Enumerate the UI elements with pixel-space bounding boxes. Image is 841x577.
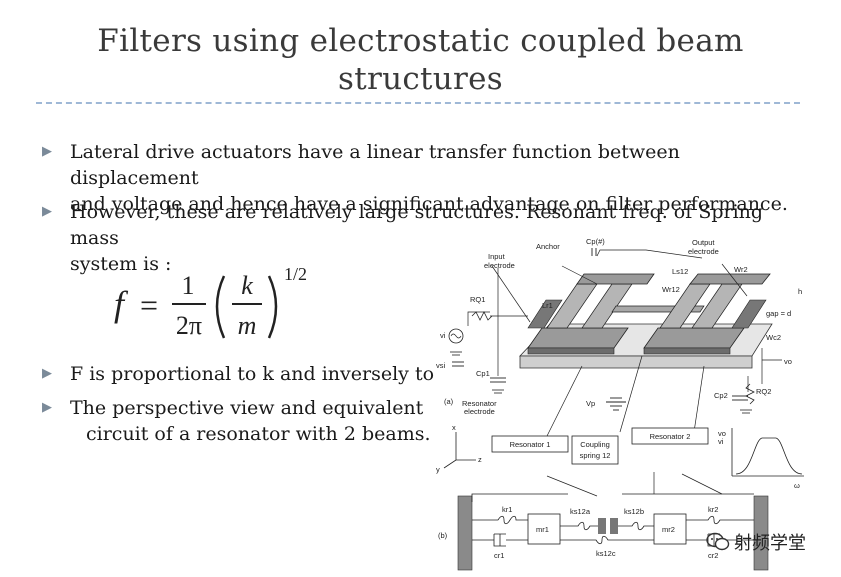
formula-m: m [238, 311, 257, 340]
formula-k: k [241, 271, 253, 300]
label-cr2: cr2 [708, 551, 718, 560]
formula-numerator: 1 [182, 271, 195, 300]
label-resonator-1: Resonator 1 [510, 440, 551, 449]
bullet-arrow-icon: ▶ [42, 144, 52, 159]
label-omega: ω [794, 481, 800, 490]
label-resonator-electrode: Resonator [462, 399, 497, 408]
slide-title: Filters using electrostatic coupled beam… [0, 22, 841, 98]
formula-lhs: f [114, 284, 129, 324]
label-vp: Vp [586, 399, 595, 408]
label-a: (a) [444, 397, 454, 406]
label-wr2: Wr2 [734, 265, 748, 274]
label-lr1: Lr1 [542, 301, 553, 310]
label-axis-y: y [436, 465, 440, 474]
bullet-text: system is : [70, 253, 172, 275]
bullet-item: ▶ However, these are relatively large st… [42, 199, 812, 275]
label-anchor: Anchor [536, 242, 560, 251]
label-coupling: spring 12 [580, 451, 611, 460]
bullet-item: ▶ F is proportional to k and inversely t… [42, 361, 442, 389]
bullet-text: and voltage and hence have a significant… [70, 193, 788, 215]
label-cr1: cr1 [494, 551, 504, 560]
label-ks12b: ks12b [624, 507, 644, 516]
bullet-arrow-icon: ▶ [42, 400, 52, 415]
label-axis-z: z [478, 455, 482, 464]
label-input-electrode: electrode [484, 261, 515, 270]
resonator-figure: Anchor Cp(#) Input electrode Output elec… [436, 237, 804, 571]
label-cp: Cp(#) [586, 237, 605, 246]
label-input-electrode: Input [488, 252, 506, 261]
label-ks12a: ks12a [570, 507, 591, 516]
label-rq1: RQ1 [470, 295, 485, 304]
label-cp2: Cp2 [714, 391, 728, 400]
bullet-arrow-icon: ▶ [42, 366, 52, 381]
label-vo-vi: vo [718, 429, 726, 438]
label-resonator-2: Resonator 2 [650, 432, 691, 441]
label-wc2: Wc2 [766, 333, 781, 342]
label-output-electrode: electrode [688, 247, 719, 256]
bullet-text: Lateral drive actuators have a linear tr… [70, 141, 680, 189]
label-wr12: Wr12 [662, 285, 680, 294]
title-line-2: structures [337, 61, 503, 97]
label-kr1: kr1 [502, 505, 512, 514]
label-vo-vi: vi [718, 437, 724, 446]
formula-equals: = [140, 287, 158, 323]
label-output-electrode: Output [692, 238, 715, 247]
label-cp1: Cp1 [476, 369, 490, 378]
label-gap: gap = d [766, 309, 791, 318]
label-ks12c: ks12c [596, 549, 616, 558]
bullet-item: ▶ The perspective view and equivalent ci… [42, 395, 442, 451]
bullet-arrow-icon: ▶ [42, 204, 52, 219]
frequency-formula: f = 1 2π k m 1/2 [114, 264, 307, 340]
title-divider [36, 102, 800, 104]
bullet-text: The perspective view and equivalent [70, 397, 424, 419]
label-mr2: mr2 [662, 525, 675, 534]
watermark-text: 射频学堂 [734, 533, 806, 554]
label-coupling: Coupling [580, 440, 610, 449]
wechat-icon [706, 532, 730, 551]
label-axis-x: x [452, 423, 456, 432]
label-vsi: vsi [436, 361, 446, 370]
formula-exponent: 1/2 [284, 264, 307, 284]
label-rq2: RQ2 [756, 387, 771, 396]
label-vi: vi [440, 331, 446, 340]
label-mr1: mr1 [536, 525, 549, 534]
bullet-text: However, these are relatively large stru… [70, 201, 764, 249]
title-line-1: Filters using electrostatic coupled beam [97, 23, 744, 59]
bullet-text: circuit of a resonator with 2 beams. [86, 423, 431, 445]
label-b: (b) [438, 531, 448, 540]
bullet-text: F is proportional to k and inversely to [70, 363, 435, 385]
label-ls12: Ls12 [672, 267, 688, 276]
bullet-item: ▶ Lateral drive actuators have a linear … [42, 139, 812, 215]
watermark: 射频学堂 [706, 527, 806, 557]
label-h: h [798, 287, 802, 296]
label-resonator-electrode: electrode [464, 407, 495, 416]
formula-denominator: 2π [176, 311, 202, 340]
label-vo: vo [784, 357, 792, 366]
label-kr2: kr2 [708, 505, 718, 514]
